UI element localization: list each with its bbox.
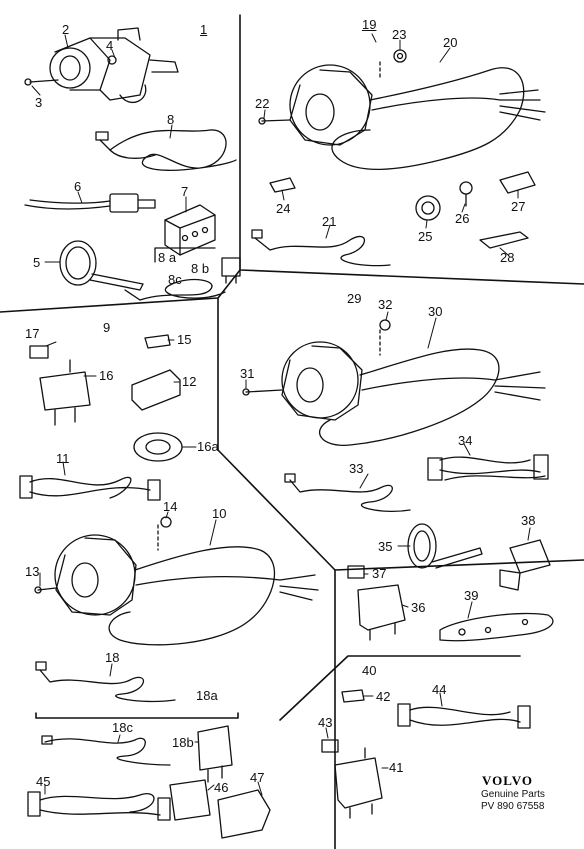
small-parts-top [269,49,536,249]
leader-lines [31,33,531,796]
callout-29: 29 [347,291,362,306]
callout-28: 28 [500,250,515,265]
callout-8a: 8 a [158,250,177,265]
callout-17: 17 [25,326,40,341]
callout-7: 7 [181,184,189,199]
cable-tie-5 [59,240,144,291]
callout-22: 22 [255,96,270,111]
callout-42: 42 [376,689,391,704]
callout-6: 6 [74,179,82,194]
genuine-parts-text: Genuine Parts [481,789,545,800]
cable-tie-35 [407,523,483,569]
callout-18: 18 [105,650,120,665]
callout-18b: 18b [172,735,194,750]
callout-25: 25 [418,229,433,244]
harness-34 [427,454,549,481]
relay-group-9 [29,334,183,462]
callout-32: 32 [378,297,393,312]
fuse-relay-36-37 [347,565,406,641]
socket-harness-10 [34,516,319,646]
wire-set-8 [124,247,241,301]
harness-11 [19,475,161,501]
wire-21 [251,229,391,267]
callout-8b: 8 b [191,261,210,276]
callout-43: 43 [318,715,333,730]
callout-30: 30 [428,304,443,319]
wire-8 [95,129,237,171]
callout-37: 37 [372,566,387,581]
volvo-logo: VOLVO [482,773,533,788]
callout-20: 20 [443,35,458,50]
wire-33 [284,473,411,513]
callout-33: 33 [349,461,364,476]
callout-38: 38 [521,513,536,528]
callout-40: 40 [362,663,377,678]
callout-16: 16 [99,368,114,383]
callout-3: 3 [35,95,43,110]
callout-14: 14 [163,499,178,514]
callout-26: 26 [455,211,470,226]
terminal-block-7 [164,204,216,256]
mounting-plate-39 [439,612,554,642]
callout-2: 2 [62,22,70,37]
callout-44: 44 [432,682,447,697]
callout-21: 21 [322,214,337,229]
callout-24: 24 [276,201,291,216]
callout-5: 5 [33,255,41,270]
callout-45: 45 [36,774,51,789]
wire-18 [35,661,176,703]
callout-15: 15 [177,332,192,347]
callout-18c: 18c [112,720,133,735]
callout-11: 11 [56,451,70,466]
relay-group-40 [321,689,531,819]
callout-36: 36 [411,600,426,615]
callout-13: 13 [25,564,40,579]
connector-38 [499,539,551,591]
callout-12: 12 [182,374,197,389]
callout-18a: 18a [196,688,218,703]
callout-27: 27 [511,199,526,214]
callout-8: 8 [167,112,175,127]
callout-35: 35 [378,539,393,554]
callout-34: 34 [458,433,473,448]
callout-1: 1 [200,22,208,37]
callout-31: 31 [240,366,255,381]
callout-41: 41 [389,760,404,775]
callout-23: 23 [392,27,407,42]
callout-19: 19 [362,17,377,32]
callout-9: 9 [103,320,111,335]
callout-46: 46 [214,780,229,795]
reference-number: PV 890 67558 [481,801,545,812]
socket-harness-20 [258,61,546,171]
section-dividers [0,14,584,849]
callout-4: 4 [106,38,114,53]
socket-harness-30 [242,319,546,446]
trailer-socket-bracket [24,27,179,104]
callout-10: 10 [212,506,227,521]
bottom-left-parts [27,725,271,839]
callout-47: 47 [250,770,265,785]
callout-8c: 8c [168,272,182,287]
callout-16a: 16a [197,439,219,454]
callout-39: 39 [464,588,479,603]
cable-6 [24,193,156,213]
